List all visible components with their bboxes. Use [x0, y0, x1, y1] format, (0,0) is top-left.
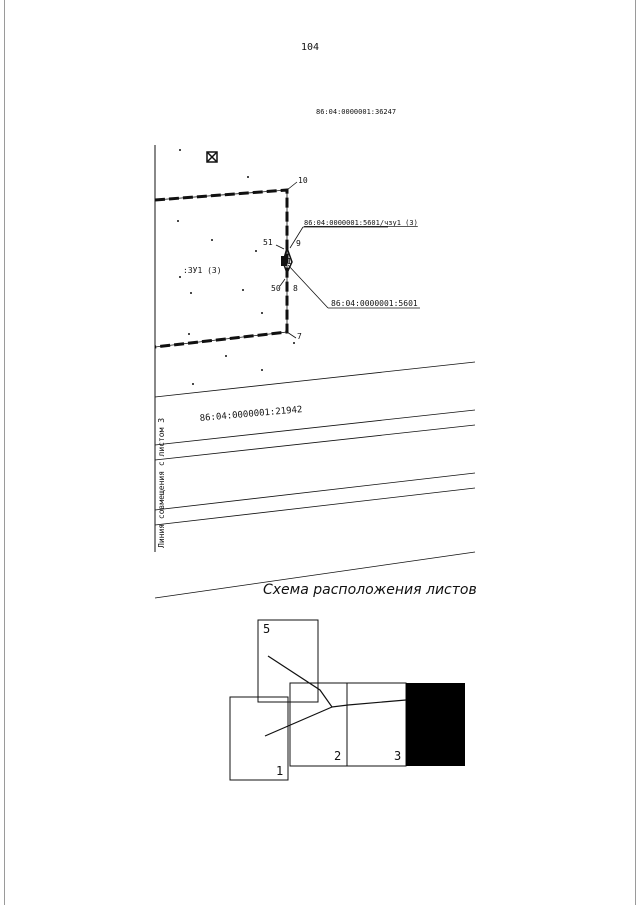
point-label-1: 1 [287, 257, 292, 266]
scheme-route-branch [264, 706, 333, 737]
point-label-9: 9 [296, 239, 301, 248]
leader-point-51 [275, 244, 285, 250]
sheet-current [406, 683, 465, 766]
crossed-square-icon [206, 151, 218, 163]
scheme-title: Схема расположения листов [263, 582, 477, 598]
part-label: 86:04:0000001:5601/чзу1 (3) [304, 219, 418, 227]
point-label-10: 10 [298, 176, 308, 185]
point-label-8: 8 [293, 284, 298, 293]
sheet-1 [229, 696, 289, 781]
leader-point-50 [279, 278, 286, 287]
parcel-label: 86:04:0000001:5601 [331, 299, 418, 308]
scheme-route-line [267, 655, 407, 708]
scan-edge-right [635, 0, 636, 905]
page-number: 104 [301, 42, 320, 53]
sheet-label-2: 2 [334, 749, 341, 763]
terrain-dots [177, 149, 295, 385]
leader-point-10 [286, 181, 298, 191]
leader-point-7 [286, 331, 297, 339]
point-label-50: 50 [271, 284, 281, 293]
leader-parcel [287, 264, 329, 309]
parcel-header: 86:04:0000001:36247 [316, 108, 397, 116]
scan-edge-left [4, 0, 5, 905]
sheet-label-5: 5 [263, 622, 270, 636]
point-label-51: 51 [263, 238, 273, 247]
alignment-line-label: Линия совмещения с листом 3 [157, 418, 166, 548]
zone-label: :ЗУ1 (3) [183, 266, 222, 275]
road-lines [154, 361, 476, 599]
part-marker [281, 256, 287, 266]
point-label-7: 7 [297, 332, 302, 341]
sheet-label-3: 3 [394, 749, 401, 763]
sheet-label-1: 1 [276, 764, 283, 778]
leader-part [289, 226, 304, 249]
